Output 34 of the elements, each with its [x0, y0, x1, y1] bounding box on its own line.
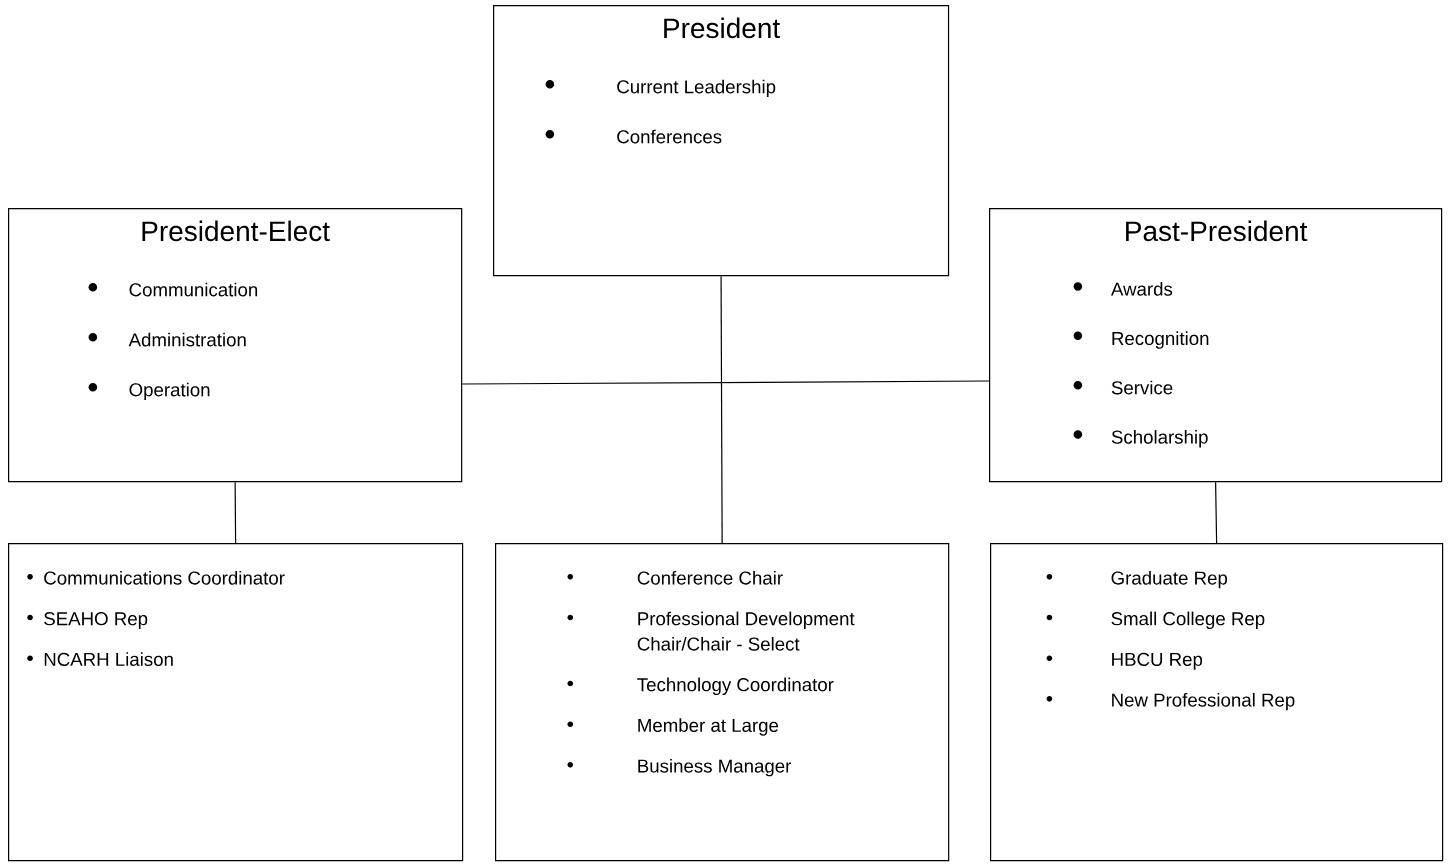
list-item: Communications Coordinator: [27, 570, 285, 585]
list-item: Service: [1073, 380, 1173, 395]
role-box: [989, 208, 1443, 483]
list-item: Awards: [1073, 282, 1173, 296]
list-item: Communication: [88, 282, 258, 297]
list-item: HBCU Rep: [1046, 652, 1203, 670]
heading-text: President-Elect: [142, 220, 330, 242]
list-item: Business Manager: [567, 758, 792, 777]
list-item: NCARH Liaison: [27, 652, 173, 666]
list-item: Administration: [88, 332, 246, 347]
list-item: Small College Rep: [1046, 611, 1265, 629]
list-item: Current Leadership: [545, 79, 776, 98]
list-item: Technology Coordinator: [567, 677, 834, 695]
list-item: Operation: [88, 382, 210, 401]
list-item: Member at Large: [567, 718, 779, 736]
connector-line: [1215, 481, 1218, 544]
list-item: Professional Development Chair/Chair - Select: [567, 611, 855, 651]
connector-line: [720, 275, 723, 544]
list-item: SEAHO Rep: [27, 612, 148, 629]
heading-text: President: [664, 17, 780, 39]
list-item: Scholarship: [1073, 430, 1208, 448]
list-item: Graduate Rep: [1046, 570, 1228, 589]
list-item: New Professional Rep: [1046, 692, 1295, 711]
heading-text: Past-President: [1126, 220, 1308, 242]
role-box: [990, 543, 1444, 862]
role-box: [8, 208, 463, 483]
role-box: [8, 543, 464, 862]
list-item: Conferences: [545, 129, 722, 144]
list-item: Recognition: [1073, 331, 1209, 349]
connector-line: [461, 380, 990, 385]
role-box: [495, 543, 950, 862]
connector-line: [234, 481, 237, 544]
list-item: Conference Chair: [567, 570, 783, 585]
role-box: [493, 5, 950, 277]
